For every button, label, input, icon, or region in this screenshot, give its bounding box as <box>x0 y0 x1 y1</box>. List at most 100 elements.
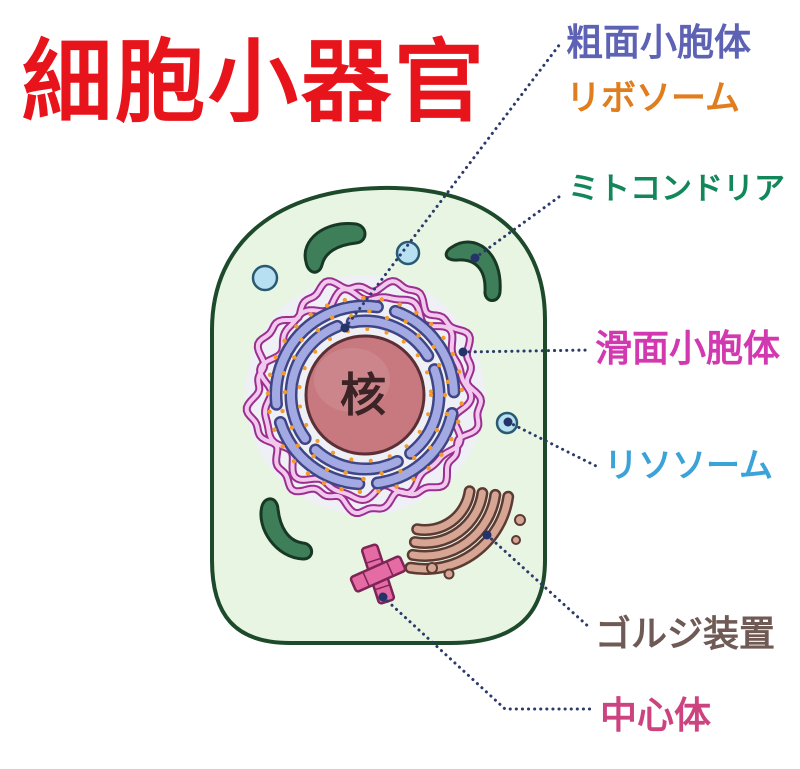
ribosome-dot <box>365 327 370 332</box>
golgi-apparatus <box>404 485 526 580</box>
ribosome-dot <box>321 480 327 486</box>
mitochondrion-lower-left <box>259 497 314 561</box>
smooth-er-tube <box>244 279 483 515</box>
label-rough-er: 粗面小胞体 <box>566 21 751 64</box>
lysosome-group <box>251 240 519 435</box>
ribosome-dot <box>415 353 420 358</box>
leader-dot-smooth-er <box>458 347 468 357</box>
ribosome-dot <box>329 315 335 320</box>
ribosome-dot <box>456 419 461 424</box>
centriole-stripe <box>362 571 371 587</box>
ribosome-dot <box>361 476 366 482</box>
ribosome-dot <box>298 404 303 409</box>
nucleus-label: 核 <box>340 368 386 422</box>
ribosome-dot <box>282 390 288 395</box>
ribosome-dot <box>299 337 304 343</box>
ribosome-dot <box>291 458 297 464</box>
ribosome-dot <box>398 468 403 474</box>
ribosome-dot <box>394 484 399 489</box>
ribosome-dot <box>304 422 309 427</box>
ribosome-dot <box>282 338 287 343</box>
mitochondria-group <box>259 222 502 561</box>
ribosome-dot <box>292 355 297 360</box>
ribosome-dot <box>445 379 451 385</box>
nucleus-highlight <box>314 348 390 412</box>
ribosome-dot <box>428 445 433 451</box>
ribosome-dot <box>384 315 390 321</box>
ribosome-dot <box>384 330 389 335</box>
ribosome-dot <box>425 370 430 375</box>
ribosome-dot <box>265 391 271 396</box>
leader-lines <box>340 42 600 711</box>
ribosome-dot <box>280 408 285 414</box>
ribosome-dot <box>305 471 311 476</box>
leader-line-rough-er <box>343 42 562 330</box>
ribosome-dot <box>401 339 406 344</box>
nucleus-body <box>304 334 426 456</box>
ribosome-dot <box>357 489 363 495</box>
ribosome-dot <box>342 297 348 303</box>
ribosome-dot <box>297 384 302 389</box>
rough-er-segment <box>272 349 291 409</box>
ribosome-dot <box>280 444 285 449</box>
ribosome-dot <box>295 443 301 448</box>
ribosome-dot <box>313 349 318 354</box>
rough-er-segment <box>348 316 432 360</box>
rough-er-segment <box>373 409 457 488</box>
label-golgi: ゴルジ装置 <box>595 614 776 655</box>
ribosome-dot <box>379 471 384 476</box>
leader-dot-centrosome <box>378 592 388 602</box>
ribosome-dot <box>450 351 456 357</box>
rough-er-segment <box>391 307 458 396</box>
ribosome-dot <box>426 412 431 417</box>
leader-dot-mitochondria <box>470 253 480 263</box>
leader-dot-rough-er <box>340 323 350 333</box>
ribosome-dot <box>442 392 448 398</box>
ribosome-dot <box>444 411 450 417</box>
ribosome-dot <box>302 366 307 371</box>
ribosome-dot <box>379 297 385 302</box>
golgi-cisterna <box>413 487 474 534</box>
ribosome-dot <box>439 452 444 457</box>
ribosome-dot <box>311 454 316 459</box>
mitochondrion-top <box>303 222 367 274</box>
ribosome-dot <box>339 486 344 492</box>
ribosome-dot <box>416 333 421 338</box>
ribosome-dot <box>324 303 330 308</box>
rough-er-segment <box>283 302 382 355</box>
ribosome-dot <box>417 429 422 434</box>
ribosome-dot <box>331 450 336 455</box>
leader-dot-golgi <box>482 530 492 540</box>
ribosome-dot <box>343 470 348 475</box>
golgi-vesicle <box>443 568 455 580</box>
centriole <box>349 543 407 605</box>
golgi-vesicle <box>514 514 526 526</box>
ribosome-dot <box>267 409 272 415</box>
ribosome-dot <box>387 454 392 459</box>
ribosome-dot <box>368 458 373 463</box>
nucleus: 核 <box>304 334 426 456</box>
ribosome-dot <box>414 310 419 315</box>
leader-line-mitochondria <box>473 192 565 260</box>
ribosome-dot <box>308 312 313 317</box>
label-smooth-er: 滑面小胞体 <box>595 327 780 370</box>
ribosome-dot <box>411 476 416 482</box>
lysosome-left <box>251 264 279 292</box>
ribosome-dot <box>272 427 277 432</box>
ribosome-dot <box>428 389 433 394</box>
ribosome-dot <box>397 302 402 307</box>
centriole-cylinder-b <box>349 555 407 593</box>
centriole-stripe <box>365 557 382 564</box>
label-centrosome: 中心体 <box>600 694 711 737</box>
ribosome-dot <box>428 321 434 327</box>
lysosome-top <box>395 240 421 266</box>
centriole-stripe <box>385 561 394 577</box>
rough-er-segment <box>406 365 443 458</box>
rough-er-segment <box>276 418 363 488</box>
ribosome-dot <box>289 425 295 430</box>
ribosome-dot <box>315 328 321 333</box>
ribosome-dot <box>315 438 320 443</box>
label-mitochondria: ミトコンドリア <box>568 171 785 207</box>
golgi-cisterna <box>411 489 486 547</box>
